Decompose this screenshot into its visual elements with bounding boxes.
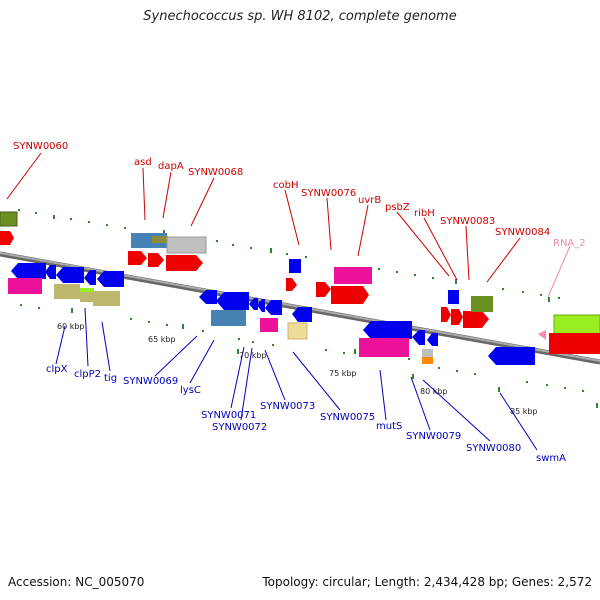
gene-arrow xyxy=(316,282,331,297)
rna-labels: RNA_2 xyxy=(553,238,586,249)
gene-arrow xyxy=(56,267,84,283)
gene-arrow xyxy=(199,290,217,304)
gene-arrow xyxy=(148,253,164,267)
genome-summary-text: Topology: circular; Length: 2,434,428 bp… xyxy=(262,575,592,589)
gene-arrow xyxy=(412,330,425,345)
gene-label[interactable]: SYNW0068 xyxy=(188,167,243,178)
reverse-genes xyxy=(8,263,535,365)
gene-block xyxy=(471,296,493,312)
gene-arrow xyxy=(463,311,489,328)
forward-gene-labels: SYNW0060 asd dapA SYNW0068 cobH SYNW0076… xyxy=(13,141,550,238)
gene-block xyxy=(93,291,120,306)
gene-arrow xyxy=(216,292,249,310)
gene-label[interactable]: swmA xyxy=(536,453,566,464)
gene-label[interactable]: SYNW0083 xyxy=(440,216,495,227)
gene-arrow xyxy=(128,251,147,265)
gene-arrow xyxy=(166,255,203,271)
map-title: Synechococcus sp. WH 8102, complete geno… xyxy=(143,9,457,24)
gene-block xyxy=(422,357,433,364)
gene-label[interactable]: dapA xyxy=(158,161,184,172)
gene-block xyxy=(80,288,94,292)
gene-block xyxy=(553,314,600,336)
gene-label[interactable]: SYNW0071 xyxy=(201,410,256,421)
scale-label: 80 kbp xyxy=(420,387,448,396)
scale-label: 70 kbp xyxy=(239,351,267,360)
label-leader-lines xyxy=(6,152,571,451)
gene-block xyxy=(334,267,372,284)
scale-label: 75 kbp xyxy=(329,369,357,378)
scale-label: 65 kbp xyxy=(148,335,176,344)
gene-arrow xyxy=(265,300,282,315)
gene-block xyxy=(0,211,18,227)
gene-label[interactable]: SYNW0060 xyxy=(13,141,68,152)
gene-label[interactable]: asd xyxy=(134,157,152,168)
gene-label[interactable]: SYNW0069 xyxy=(123,376,178,387)
scale-labels: 60 kbp 65 kbp 70 kbp 75 kbp 80 kbp 85 kb… xyxy=(57,322,538,416)
gene-arrow xyxy=(549,333,600,354)
gene-block xyxy=(260,318,278,332)
gene-block xyxy=(422,349,433,357)
gene-arrow xyxy=(488,347,535,365)
gene-arrow xyxy=(292,307,312,322)
gene-label[interactable]: clpP2 xyxy=(74,369,101,380)
gene-arrow xyxy=(538,330,546,340)
gene-block xyxy=(448,290,459,304)
forward-genes xyxy=(0,211,600,354)
gene-label[interactable]: psbZ xyxy=(385,202,410,213)
gene-label[interactable]: SYNW0084 xyxy=(495,227,550,238)
gene-block xyxy=(287,322,308,340)
gene-label[interactable]: SYNW0073 xyxy=(260,401,315,412)
gene-arrow xyxy=(331,286,369,304)
gene-arrow xyxy=(97,271,124,287)
gene-arrow xyxy=(0,231,14,245)
gene-label[interactable]: SYNW0079 xyxy=(406,431,461,442)
gene-label[interactable]: RNA_2 xyxy=(553,238,586,249)
gene-arrow xyxy=(427,333,438,346)
scale-label: 60 kbp xyxy=(57,322,85,331)
gene-label[interactable]: SYNW0072 xyxy=(212,422,267,433)
gene-block xyxy=(54,284,80,299)
gene-arrow xyxy=(45,265,56,279)
gene-arrow xyxy=(441,307,451,322)
gene-label[interactable]: uvrB xyxy=(358,195,381,206)
gene-label[interactable]: lysC xyxy=(180,385,201,396)
gene-arrow xyxy=(363,321,412,339)
upper-tick-row xyxy=(18,209,560,302)
gene-block xyxy=(8,278,42,294)
lower-tick-row xyxy=(20,304,598,408)
gene-block xyxy=(166,236,207,254)
gene-label[interactable]: ribH xyxy=(414,208,435,219)
gene-label[interactable]: SYNW0076 xyxy=(301,188,356,199)
gene-block xyxy=(211,310,246,326)
gene-label[interactable]: SYNW0080 xyxy=(466,443,521,454)
gene-block xyxy=(152,236,168,243)
gene-arrow xyxy=(11,263,46,279)
accession-text: Accession: NC_005070 xyxy=(8,575,145,589)
gene-arrow xyxy=(286,278,297,291)
gene-block xyxy=(289,259,301,273)
scale-label: 85 kbp xyxy=(510,407,538,416)
gene-arrow xyxy=(84,270,96,285)
gene-label[interactable]: clpX xyxy=(46,364,68,375)
gene-label[interactable]: mutS xyxy=(376,421,402,432)
gene-arrow xyxy=(249,298,258,310)
gene-arrow xyxy=(451,309,463,325)
gene-arrow xyxy=(257,299,265,312)
gene-label[interactable]: SYNW0075 xyxy=(320,412,375,423)
gene-block xyxy=(359,338,409,357)
reverse-gene-labels: clpX clpP2 tig SYNW0069 lysC SYNW0071 SY… xyxy=(46,364,566,464)
gene-label[interactable]: cobH xyxy=(273,180,298,191)
gene-label[interactable]: tig xyxy=(104,373,117,384)
